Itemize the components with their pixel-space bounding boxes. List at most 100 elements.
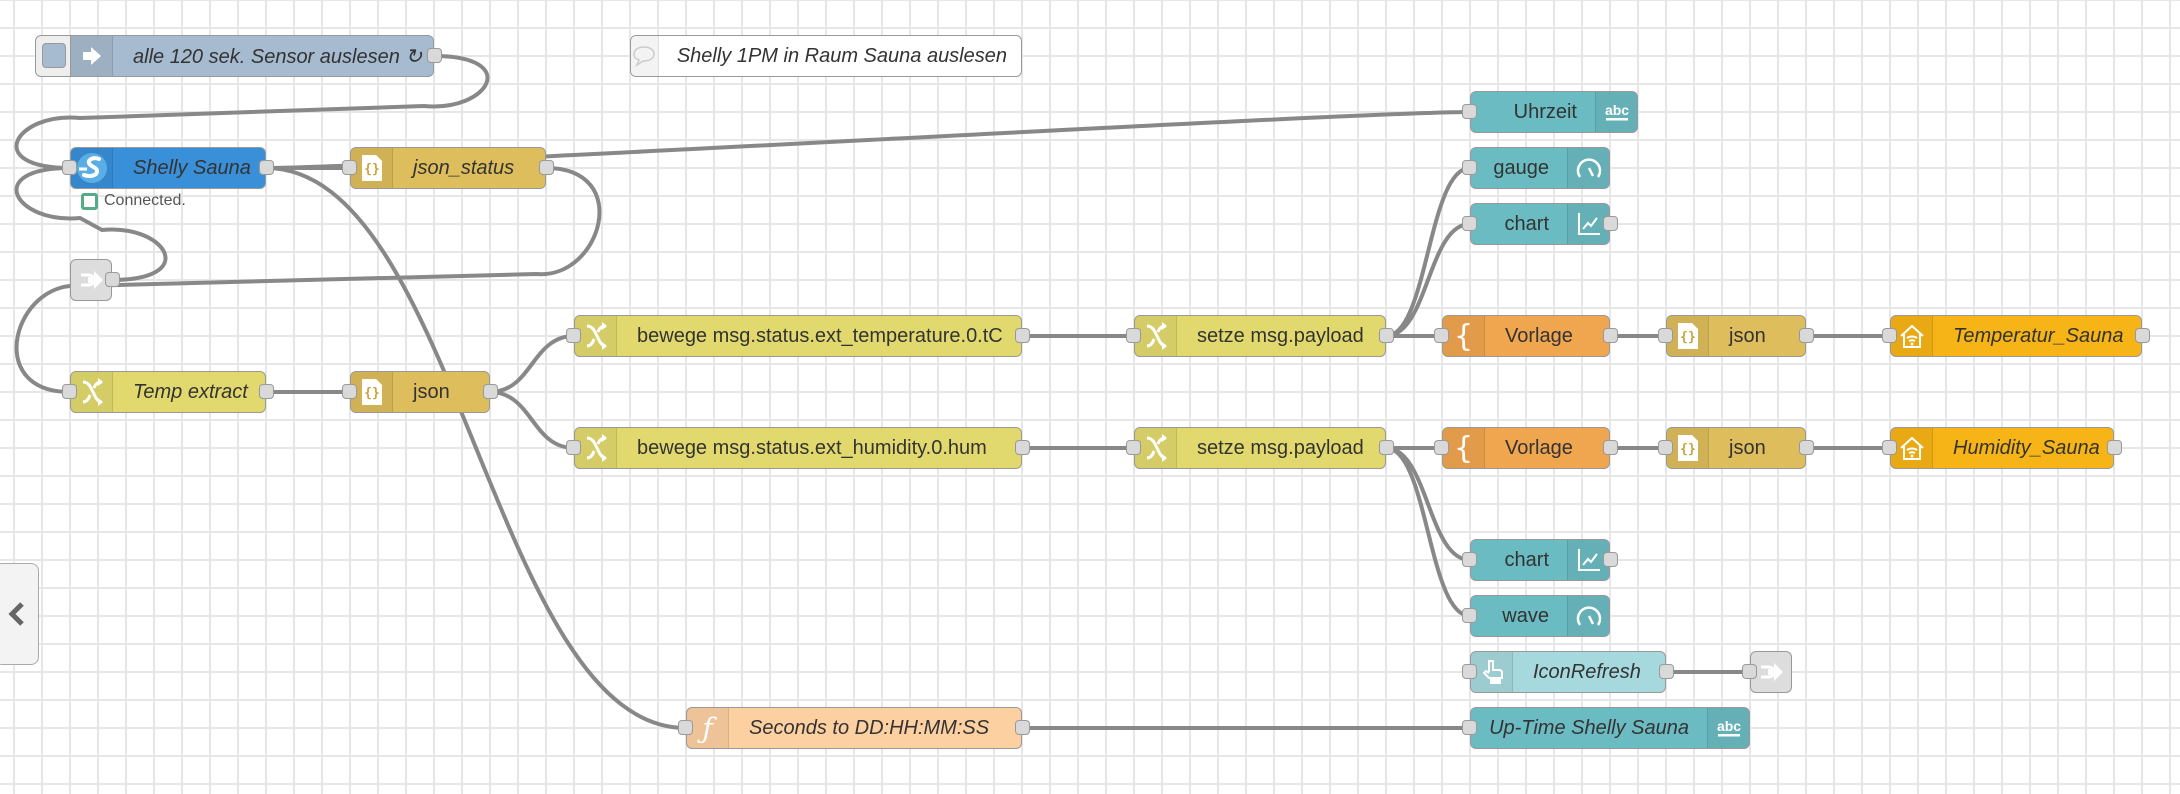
output-port[interactable] — [483, 384, 498, 399]
input-port[interactable] — [1462, 608, 1477, 623]
input-port[interactable] — [342, 160, 357, 175]
node-label: json — [1729, 324, 1766, 347]
output-port[interactable] — [1015, 328, 1030, 343]
wave-gauge-node[interactable]: wave — [1462, 595, 1610, 637]
input-port[interactable] — [1462, 216, 1477, 231]
vorlage-temperature-node[interactable]: { Vorlage — [1434, 315, 1618, 357]
input-port[interactable] — [1462, 104, 1477, 119]
vorlage-humidity-node[interactable]: { Vorlage — [1434, 427, 1618, 469]
input-port[interactable] — [1126, 328, 1141, 343]
output-port[interactable] — [1603, 552, 1618, 567]
node-label: bewege msg.status.ext_temperature.0.tC — [637, 324, 1003, 347]
input-port[interactable] — [342, 384, 357, 399]
chart-humidity-node[interactable]: chart — [1462, 539, 1618, 581]
brace-icon: { — [1443, 316, 1485, 356]
output-port[interactable] — [259, 384, 274, 399]
input-port[interactable] — [1462, 720, 1477, 735]
bewege-humidity-node[interactable]: bewege msg.status.ext_humidity.0.hum — [566, 427, 1030, 469]
input-port[interactable] — [62, 384, 77, 399]
json-node[interactable]: {} json — [342, 371, 498, 413]
brace-icon: { — [1443, 428, 1485, 468]
input-port[interactable] — [1434, 328, 1449, 343]
input-port[interactable] — [1658, 328, 1673, 343]
node-label: json — [1729, 436, 1766, 459]
node-label: chart — [1504, 212, 1549, 235]
input-port[interactable] — [678, 720, 693, 735]
setze-payload-temperature-node[interactable]: setze msg.payload — [1126, 315, 1394, 357]
link-out-node[interactable] — [1742, 651, 1793, 693]
input-port[interactable] — [1882, 328, 1897, 343]
gauge-node[interactable]: gauge — [1462, 147, 1610, 189]
home-assistant-icon — [1891, 316, 1933, 356]
output-port[interactable] — [1379, 328, 1394, 343]
humidity-sauna-entity-node[interactable]: Humidity_Sauna — [1882, 427, 2122, 469]
seconds-to-ddhhmmss-function-node[interactable]: ƒ Seconds to DD:HH:MM:SS — [678, 707, 1030, 749]
inject-trigger-button[interactable] — [35, 35, 75, 77]
status-ring-icon — [81, 192, 98, 210]
sidebar-toggle-button[interactable] — [0, 563, 39, 665]
output-port[interactable] — [1603, 216, 1618, 231]
node-label: Shelly Sauna — [133, 156, 251, 179]
chart-icon — [1567, 540, 1609, 580]
icon-refresh-button-node[interactable]: IconRefresh — [1462, 651, 1674, 693]
uhrzeit-text-node[interactable]: Uhrzeit abc — [1462, 91, 1638, 133]
input-port[interactable] — [1658, 440, 1673, 455]
svg-text:{}: {} — [1680, 330, 1696, 345]
shelly-node[interactable]: Shelly Sauna — [62, 147, 274, 189]
bewege-temperature-node[interactable]: bewege msg.status.ext_temperature.0.tC — [566, 315, 1030, 357]
shuffle-icon — [575, 316, 617, 356]
link-in-node[interactable] — [70, 259, 120, 301]
gauge-icon — [1567, 148, 1609, 188]
input-port[interactable] — [1462, 160, 1477, 175]
output-port[interactable] — [539, 160, 554, 175]
output-port[interactable] — [1603, 328, 1618, 343]
svg-text:abc: abc — [1604, 102, 1628, 118]
output-port[interactable] — [1659, 664, 1674, 679]
output-port[interactable] — [1799, 328, 1814, 343]
comment-node[interactable]: Shelly 1PM in Raum Sauna auslesen — [630, 35, 1022, 77]
input-port[interactable] — [566, 328, 581, 343]
inject-node[interactable]: alle 120 sek. Sensor auslesen ↻ — [70, 35, 442, 77]
input-port[interactable] — [1882, 440, 1897, 455]
output-port[interactable] — [105, 272, 120, 287]
output-port[interactable] — [1015, 440, 1030, 455]
output-port[interactable] — [2107, 440, 2122, 455]
input-port[interactable] — [1126, 440, 1141, 455]
input-port[interactable] — [62, 160, 77, 175]
chart-temperature-node[interactable]: chart — [1462, 203, 1618, 245]
output-port[interactable] — [259, 160, 274, 175]
node-label: Up-Time Shelly Sauna — [1489, 716, 1689, 739]
home-assistant-icon — [1891, 428, 1933, 468]
output-port[interactable] — [1799, 440, 1814, 455]
status-text: Connected. — [104, 192, 186, 209]
json-humidity-node[interactable]: {} json — [1658, 427, 1814, 469]
node-label: IconRefresh — [1533, 660, 1641, 683]
input-port[interactable] — [1462, 552, 1477, 567]
svg-text:{}: {} — [364, 386, 380, 401]
node-label: Temp extract — [133, 380, 248, 403]
temperatur-sauna-entity-node[interactable]: Temperatur_Sauna — [1882, 315, 2150, 357]
input-port[interactable] — [566, 440, 581, 455]
svg-text:{}: {} — [364, 162, 380, 177]
input-port[interactable] — [1462, 664, 1477, 679]
shuffle-icon — [1135, 316, 1177, 356]
output-port[interactable] — [427, 48, 442, 63]
setze-payload-humidity-node[interactable]: setze msg.payload — [1126, 427, 1394, 469]
node-label: wave — [1502, 604, 1549, 627]
output-port[interactable] — [2135, 328, 2150, 343]
json-temperature-node[interactable]: {} json — [1658, 315, 1814, 357]
output-port[interactable] — [1379, 440, 1394, 455]
input-port[interactable] — [1742, 664, 1757, 679]
json-file-icon: {} — [351, 372, 393, 412]
input-port[interactable] — [1434, 440, 1449, 455]
uptime-text-node[interactable]: Up-Time Shelly Sauna abc — [1462, 707, 1750, 749]
node-status: Connected. — [81, 192, 186, 210]
node-label: Vorlage — [1505, 324, 1573, 347]
output-port[interactable] — [1015, 720, 1030, 735]
node-label: json_status — [413, 156, 515, 179]
json-status-node[interactable]: {} json_status — [342, 147, 554, 189]
link-out-icon — [1751, 652, 1793, 692]
temp-extract-node[interactable]: Temp extract — [62, 371, 274, 413]
output-port[interactable] — [1603, 440, 1618, 455]
